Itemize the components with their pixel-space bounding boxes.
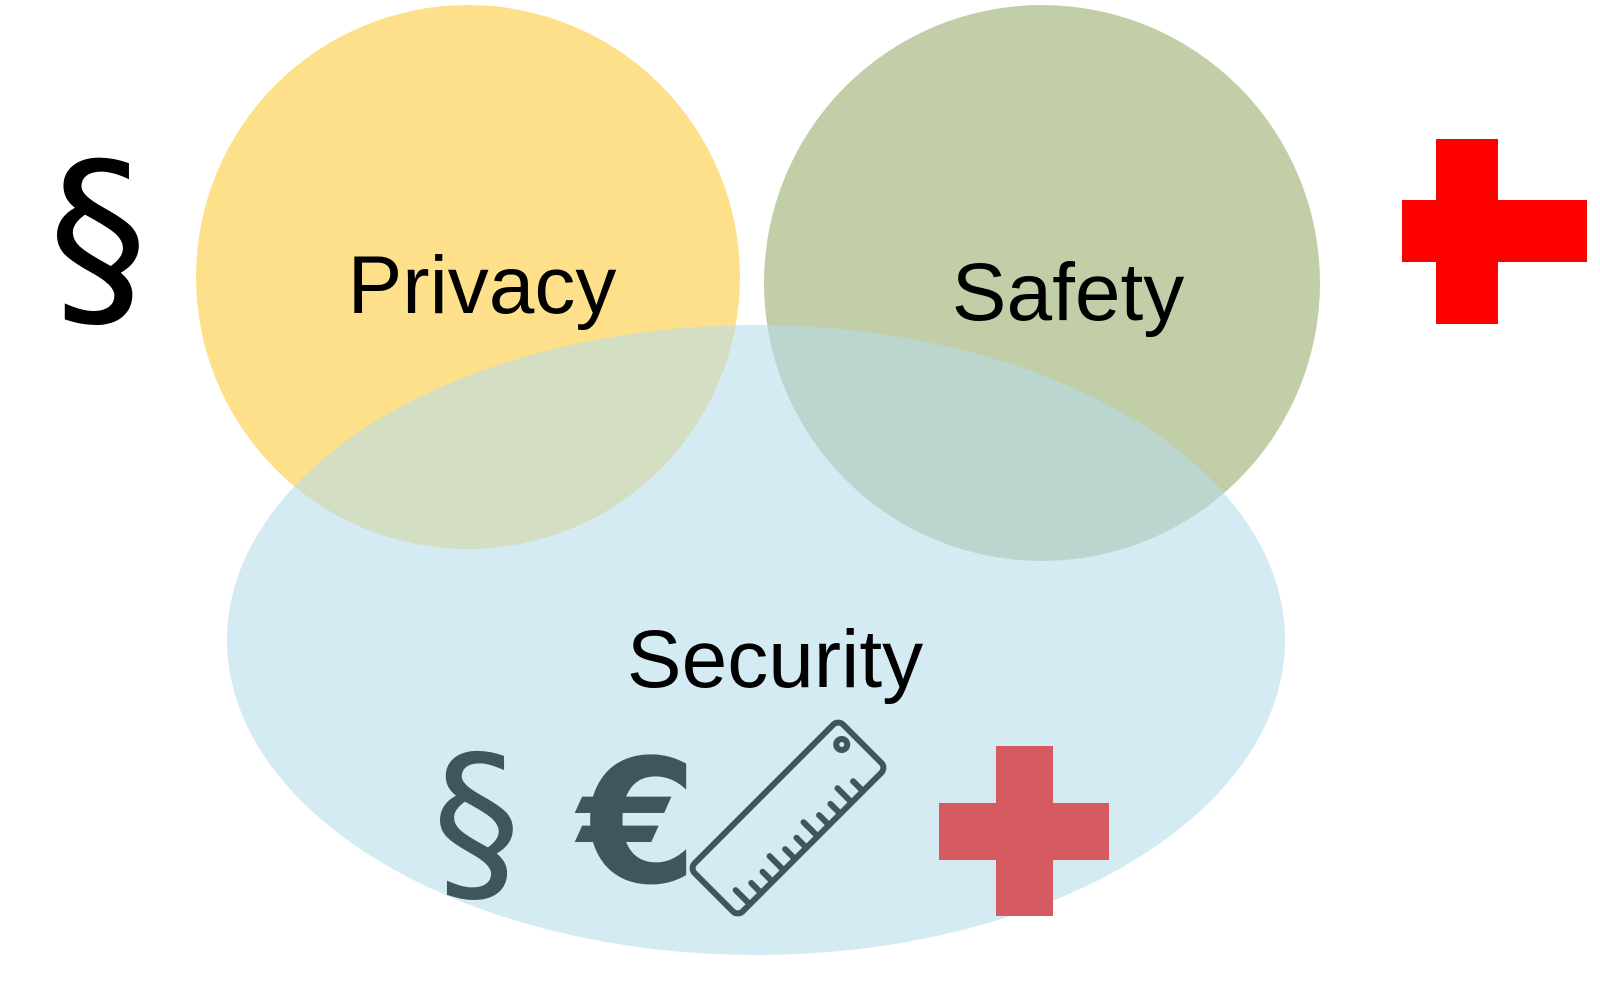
euro-icon: € — [578, 722, 698, 923]
safety-label: Safety — [951, 247, 1185, 338]
paragraph-icon: § — [432, 718, 521, 925]
ruler-icon — [689, 719, 887, 917]
security-label: Security — [626, 614, 924, 705]
red-cross-icon — [1402, 139, 1587, 324]
privacy-label: Privacy — [347, 240, 617, 331]
medical-cross-icon — [939, 746, 1109, 916]
paragraph-icon: § — [48, 121, 148, 354]
